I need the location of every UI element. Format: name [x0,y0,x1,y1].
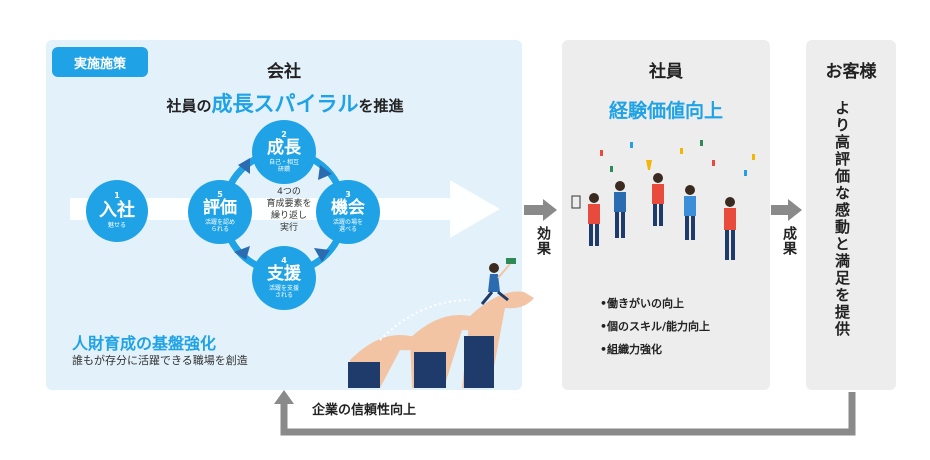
employee-bullet-1: •働きがいの向上 [600,297,685,310]
cycle-growth-sub: 自己・相互 研鑽 [268,159,299,173]
cycle-center-text: 4つの 育成要素を 繰り返し 実行 [266,187,312,234]
cycle-support-num: 4 [281,255,287,265]
ring-arrowhead-2 [314,248,330,262]
effect-label: 効果 [535,226,551,256]
employee-bullets: •働きがいの向上 •個のスキル/能力向上 •組織力強化 [600,292,710,361]
cycle-opportunity-circle: 3 機会 活躍の場を 選べる [316,180,380,244]
entry-num: 1 [114,191,120,201]
ring-arrowhead-3 [234,246,250,260]
hands-illustration [348,258,534,388]
cycle-support-sub: 活躍を支援 される [268,285,299,299]
feedback-label: 企業の信頼性向上 [312,403,417,418]
cycle-support-main: 支援 [267,264,301,285]
cycle-evaluation-circle: 5 評価 活躍を認め られる [188,180,252,244]
cycle-growth-main: 成長 [267,138,301,159]
celebrating-people-illustration [571,140,755,260]
cycle-opportunity-sub: 活躍の場を 選べる [332,219,363,233]
headline-pre: 社員の [166,97,212,115]
effect-arrow [524,199,557,221]
cycle-growth-circle: 2 成長 自己・相互 研鑽 [252,120,316,184]
entry-sub: 魅せる [107,222,126,229]
cycle-growth-num: 2 [281,129,287,139]
feedback-arrowhead [274,390,294,404]
headline-post: を推進 [358,97,404,115]
growth-spiral-headline: 社員の成長スパイラルを推進 [90,88,480,118]
foundation-title: 人財育成の基盤強化 [72,334,217,353]
cycle-evaluation-num: 5 [217,189,223,199]
employee-headline: 経験価値向上 [608,100,723,122]
result-arrow [771,199,802,221]
customer-title: お客様 [825,62,877,82]
employee-bullet-2: •個のスキル/能力向上 [600,320,711,334]
cycle-opportunity-num: 3 [345,189,351,199]
headline-highlight: 成長スパイラル [211,92,359,116]
feedback-arrow-line [280,392,856,436]
ring-arrowhead-4 [238,158,250,174]
foundation-subtitle: 誰もが存分に活躍できる職場を創造 [72,354,248,367]
result-label: 成果 [781,226,797,256]
entry-circle: 1 入社 魅せる [86,180,148,242]
customer-panel [806,40,896,390]
cycle-support-circle: 4 支援 活躍を支援 される [252,246,316,310]
employee-title: 社員 [649,62,683,82]
cycle-opportunity-main: 機会 [331,198,365,219]
cycle-evaluation-sub: 活躍を認め られる [204,219,235,233]
big-white-arrow [70,180,500,238]
entry-main: 入社 [99,200,135,222]
initiatives-tag: 実施施策 [52,47,148,77]
cycle-evaluation-main: 評価 [203,198,237,219]
company-title: 会社 [267,62,301,82]
ring-arrowhead-1 [318,165,332,180]
employee-bullet-3: •組織力強化 [600,343,663,357]
customer-value-text: より高評価な感動と満足を提供 [833,100,851,338]
